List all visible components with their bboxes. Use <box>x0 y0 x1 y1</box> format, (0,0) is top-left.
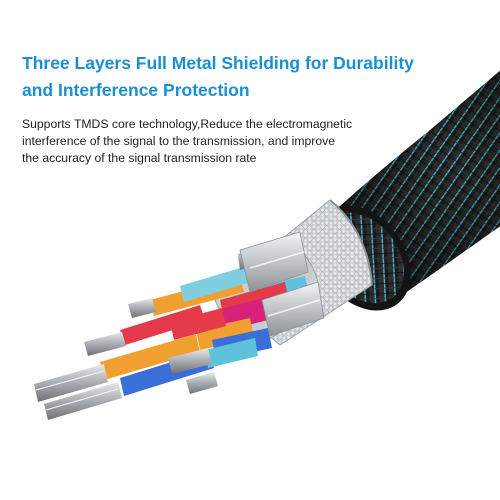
description-line-2: interference of the signal to the transm… <box>22 134 335 148</box>
description-line-3: the accuracy of the signal transmission … <box>22 151 257 165</box>
silver-pair-shields <box>239 231 325 337</box>
headline: Three Layers Full Metal Shielding for Du… <box>22 50 462 104</box>
feature-description: Supports TMDS core technology,Reduce the… <box>22 116 422 167</box>
headline-line-1: Three Layers Full Metal Shielding for Du… <box>22 53 414 73</box>
headline-line-2: and Interference Protection <box>22 80 250 100</box>
description-line-1: Supports TMDS core technology,Reduce the… <box>22 117 353 131</box>
